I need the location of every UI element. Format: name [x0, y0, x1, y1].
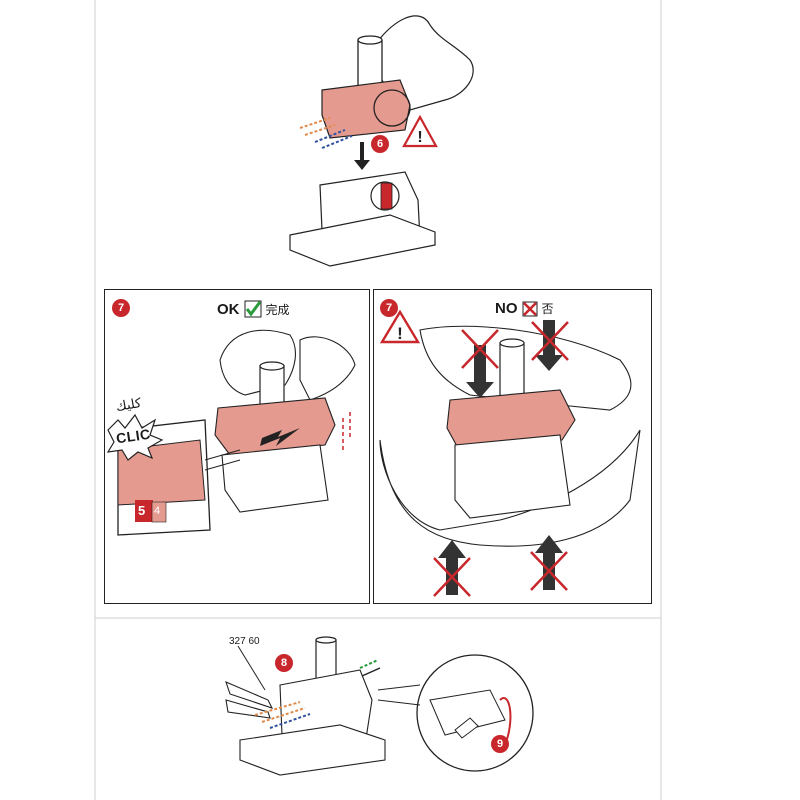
ok-subtitle: 完成	[265, 302, 290, 317]
ok-title: OK 完成	[217, 300, 290, 318]
no-label: NO	[495, 300, 518, 317]
svg-text:!: !	[397, 324, 403, 343]
step6-badge: 6	[371, 135, 389, 153]
no-arrow-up-left	[438, 540, 466, 595]
no-title: NO 否	[495, 300, 554, 317]
step8-badge: 8	[275, 654, 293, 672]
detail-circle	[373, 89, 411, 127]
pin-number-5: 5	[138, 503, 146, 518]
svg-text:!: !	[417, 129, 422, 146]
no-module-pink	[446, 389, 576, 449]
warning-triangle-no: !	[379, 309, 421, 344]
pin-number-4: 4	[154, 505, 161, 517]
pliers-icon	[225, 681, 274, 719]
step9-badge: 9	[491, 735, 509, 753]
step7-ok-badge: 7	[112, 299, 130, 317]
no-panel	[373, 289, 652, 604]
no-hand-bottom	[379, 429, 641, 547]
no-arrow-down-left	[466, 345, 494, 398]
ok-label: OK	[217, 300, 240, 318]
down-arrow	[354, 142, 370, 170]
no-arrow-down-right	[535, 320, 563, 371]
ok-panel	[104, 289, 370, 604]
ok-push-arrow	[260, 428, 300, 446]
ok-module-pink	[214, 397, 336, 456]
ok-hand-right	[299, 336, 356, 401]
no-cross-icon	[522, 301, 537, 316]
warning-triangle-top	[402, 114, 438, 148]
clic-burst	[106, 413, 164, 461]
ok-check-icon	[244, 300, 261, 318]
no-subtitle: 否	[541, 302, 554, 316]
part-number: 327 60	[229, 636, 260, 647]
module-pink-top	[321, 79, 411, 139]
step7-no-badge: 7	[380, 299, 398, 317]
no-arrow-up-right	[535, 535, 563, 590]
